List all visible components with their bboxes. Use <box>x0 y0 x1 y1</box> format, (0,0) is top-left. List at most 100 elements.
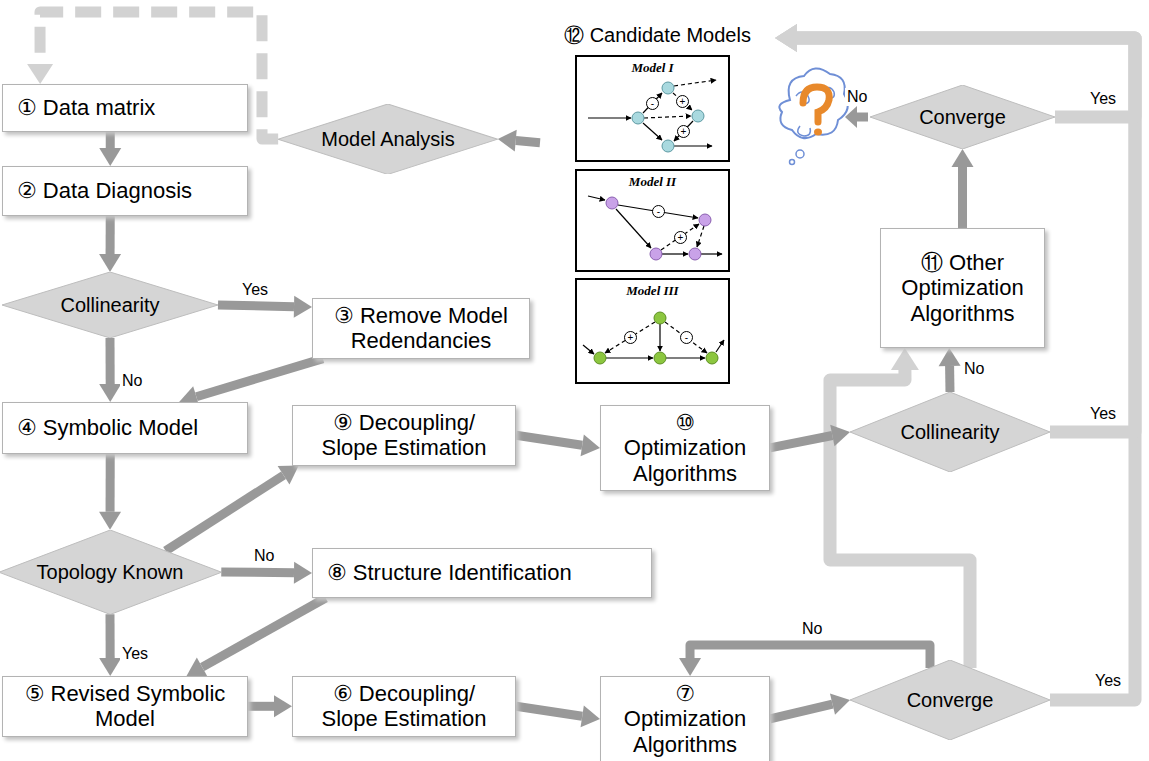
edge-label: No <box>962 360 986 378</box>
arrowhead <box>99 658 121 676</box>
flow-arrow <box>99 132 121 166</box>
edge-label: Yes <box>120 645 150 663</box>
flow-arrow <box>166 466 299 551</box>
node-label: Collinearity <box>901 421 1000 443</box>
node-label: ⑤ Revised Symbolic Model <box>13 681 237 732</box>
arrowhead <box>99 148 121 166</box>
flow-arrow <box>939 348 961 392</box>
edge-label: Yes <box>240 281 270 299</box>
diamond-outline <box>870 85 1055 149</box>
arrowhead <box>187 658 208 677</box>
process-box: ② Data Diagnosis <box>2 166 248 216</box>
flow-arrow <box>770 425 850 448</box>
flow-arrow <box>516 705 600 727</box>
edge-label: No <box>120 372 144 390</box>
node-label: Collinearity <box>61 294 160 316</box>
model-title: Model I <box>631 60 673 76</box>
arrow-shaft <box>516 706 582 716</box>
node-label: Model Analysis <box>321 128 454 150</box>
arrowhead <box>274 695 292 717</box>
regulation-sign: + <box>624 331 637 344</box>
arrowhead <box>679 658 701 676</box>
arrow-shaft <box>106 454 115 512</box>
process-box: ① Data matrix <box>2 84 248 132</box>
flow-arrow <box>679 645 930 676</box>
diamond-outline <box>850 660 1050 740</box>
flow-arrow <box>952 149 974 228</box>
decision-diamond: Topology Known <box>0 530 221 614</box>
flow-arrow <box>99 454 121 530</box>
arrow-shaft <box>202 598 325 667</box>
model-box: Model II <box>575 169 730 272</box>
arrowhead <box>294 296 312 318</box>
process-box: ⑦ Optimization Algorithms <box>600 676 770 761</box>
node-label: ④ Symbolic Model <box>17 415 198 440</box>
arrow-shaft <box>797 38 1135 700</box>
flow-arrow <box>516 434 600 456</box>
node-label: ⑥ Decoupling/ Slope Estimation <box>303 681 505 732</box>
model-three-species <box>594 312 718 364</box>
model-one-network <box>588 80 716 146</box>
arrow-shaft <box>106 338 115 384</box>
arrowhead <box>498 130 517 152</box>
node-label: Converge <box>919 106 1006 128</box>
diamond-outline <box>850 392 1050 472</box>
process-box: ⑪ Other Optimization Algorithms <box>880 228 1045 348</box>
node-label: ① Data matrix <box>17 95 155 120</box>
edge-label: No <box>800 620 824 638</box>
arrow-shaft <box>218 305 294 307</box>
process-box: ③ Remove Model Redendancies <box>312 298 530 359</box>
arrow-shaft <box>770 704 832 719</box>
arrow-shaft <box>166 475 284 551</box>
arrow-shaft <box>690 645 930 668</box>
arrowhead <box>830 425 850 447</box>
flow-arrow <box>221 562 312 584</box>
decision-diamond: Collinearity <box>850 392 1050 472</box>
arrowhead <box>775 24 797 52</box>
regulation-sign: + <box>674 231 687 244</box>
arrow-shaft <box>221 567 294 577</box>
branch-label: No <box>845 88 869 106</box>
flow-arrow <box>179 359 323 408</box>
node-label: ⑪ Other Optimization Algorithms <box>891 250 1034 326</box>
arrowhead <box>581 434 600 456</box>
arrowhead <box>952 149 974 167</box>
arrow-shaft <box>945 366 954 392</box>
flow-arrow <box>99 614 121 676</box>
arrowhead <box>891 348 919 370</box>
arrow-shaft <box>516 141 540 143</box>
arrowhead <box>939 348 961 366</box>
node-label: Topology Known <box>37 561 184 583</box>
decision-diamond: Converge <box>850 660 1050 740</box>
arrowhead <box>27 64 53 84</box>
process-box: ⑧ Structure Identification <box>312 548 652 598</box>
arrowhead <box>99 254 121 272</box>
arrowhead <box>581 705 600 727</box>
regulation-sign: + <box>676 95 689 108</box>
flow-arrow <box>99 216 121 272</box>
decision-diamond: Model Analysis <box>278 104 498 174</box>
model-one-species <box>632 82 704 152</box>
flow-arrow <box>770 693 850 719</box>
node-label: ⑧ Structure Identification <box>327 560 572 585</box>
arrow-shaft <box>770 436 832 448</box>
flow-arrow <box>498 130 540 152</box>
edge-label: Yes <box>1088 405 1118 423</box>
arrow-shaft <box>797 38 1135 432</box>
node-label: ② Data Diagnosis <box>17 178 192 203</box>
node-label: Converge <box>907 689 994 711</box>
arrowhead <box>294 562 312 584</box>
process-box: ④ Symbolic Model <box>2 402 248 454</box>
node-label: ⑩ Optimization Algorithms <box>611 410 759 486</box>
model-three-network <box>583 322 724 358</box>
arrow-shaft <box>196 359 323 397</box>
flow-arrow <box>248 695 292 717</box>
flow-arrow <box>775 24 1135 700</box>
model-two-species <box>606 197 711 260</box>
arrow-shaft <box>248 702 274 711</box>
arrowhead <box>775 24 797 52</box>
arrow-shaft <box>958 167 967 228</box>
flow-arrow <box>187 598 326 677</box>
diamond-outline <box>2 272 218 338</box>
no-arrow-to-bubble <box>845 106 868 128</box>
